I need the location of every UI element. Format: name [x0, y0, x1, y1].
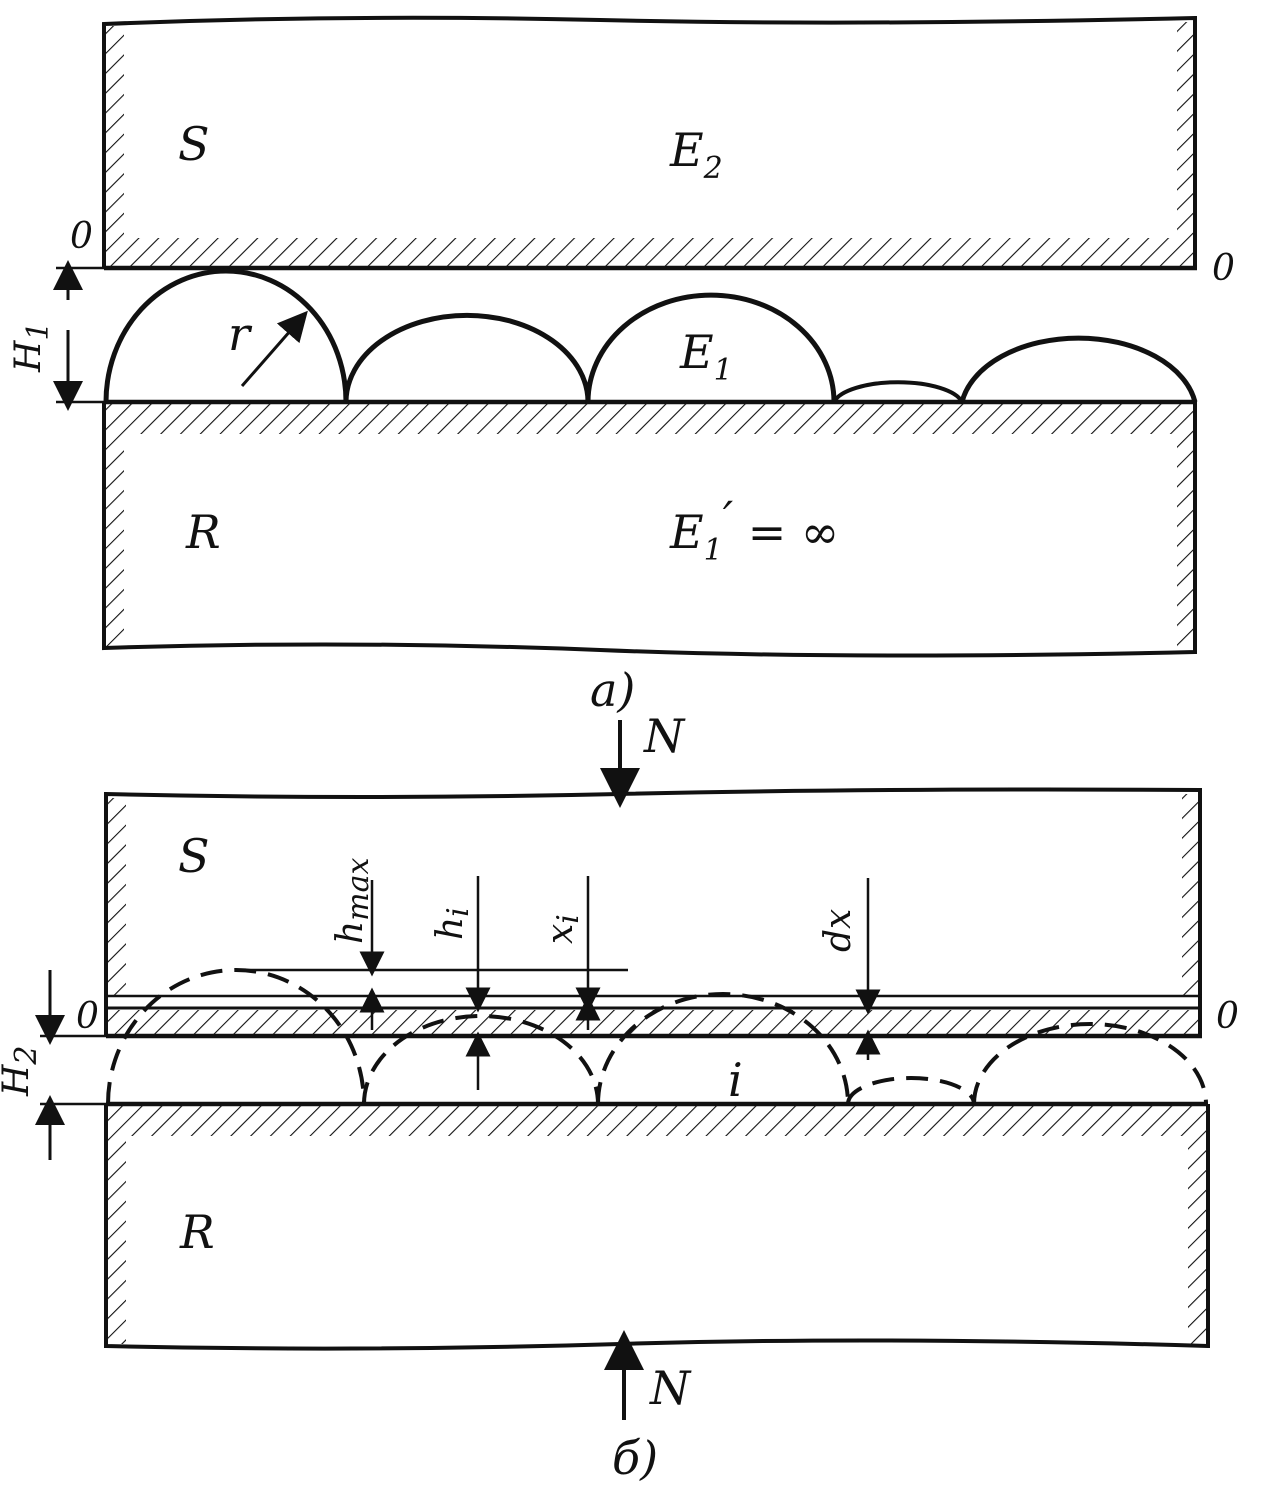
body-r-lower-b — [104, 1101, 1210, 1351]
label-h-max: hmax — [330, 857, 376, 944]
panel-a: S E2 0 0 H1 r E1 R E1′ = ∞ a) — [8, 15, 1235, 717]
asperity-5 — [959, 335, 1198, 403]
label-o-right-a: 0 — [1212, 248, 1235, 289]
body-s-upper-a — [102, 15, 1197, 271]
asperity-1 — [103, 268, 349, 403]
asperities-a — [103, 268, 1198, 404]
asperity-b-4 — [846, 1076, 976, 1105]
body-s-upper-b — [104, 787, 1202, 1039]
label-n-bottom: N — [649, 1361, 692, 1415]
label-h-i: hi — [430, 907, 476, 940]
label-r-body-b: R — [179, 1205, 215, 1259]
body-r-lower-a — [102, 399, 1197, 658]
radius-arrow — [240, 310, 308, 387]
label-e1-prime: E1′ = ∞ — [669, 491, 839, 568]
label-e1: E1 — [679, 325, 733, 388]
label-x-i: xi — [540, 914, 586, 944]
asperity-3 — [585, 292, 837, 403]
asperity-b-3 — [596, 992, 850, 1105]
label-h2: H2 — [0, 1046, 44, 1098]
asperity-4 — [832, 380, 964, 404]
label-r-body-a: R — [185, 505, 221, 559]
label-n-top: N — [643, 709, 686, 763]
label-r: r — [228, 307, 253, 361]
label-i: i — [728, 1053, 743, 1107]
label-h1: H1 — [8, 322, 56, 374]
panel-b: N — [0, 709, 1239, 1485]
h2-dimension — [35, 970, 106, 1160]
h1-dimension — [53, 260, 104, 411]
label-s-b: S — [178, 829, 210, 883]
asperity-b-2 — [362, 1014, 600, 1105]
asperity-b-5 — [972, 1022, 1208, 1105]
dimension-arrows-b — [359, 876, 881, 1090]
caption-a: a) — [590, 663, 635, 717]
label-o-right-b: 0 — [1216, 996, 1239, 1037]
asperity-2 — [343, 312, 591, 403]
label-o-left-b: 0 — [76, 996, 99, 1037]
caption-b: б) — [612, 1431, 658, 1485]
label-s-a: S — [178, 117, 210, 171]
label-e2: E2 — [669, 123, 723, 186]
label-dx: dx — [818, 909, 859, 952]
label-o-left-a: 0 — [70, 216, 93, 257]
